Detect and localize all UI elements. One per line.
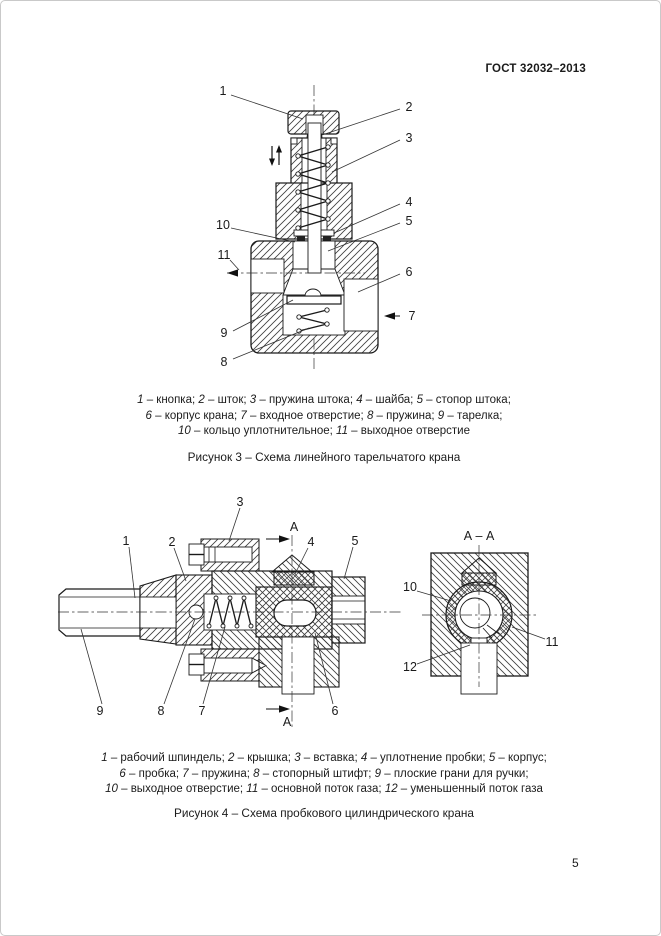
fig3-callout-3: 3 [406,131,413,145]
figure4-legend: 1 – рабочий шпиндель; 2 – крышка; 3 – вс… [75,751,573,798]
fig3-callout-7: 7 [409,309,416,323]
figure3-title: Рисунок 3 – Схема линейного тарельчатого… [187,450,461,464]
legend-line: 1 – рабочий шпиндель; 2 – крышка; 3 – вс… [101,752,547,764]
fig3-callout-2: 2 [406,100,413,114]
fig4-section-title: А – А [464,529,495,543]
fig4-callout-10: 10 [403,580,417,594]
fig3-callout-1: 1 [220,84,227,98]
fig3-callout-8: 8 [221,355,228,369]
fig4-section-mark-top: А [290,520,299,534]
fig3-callouts: 1 2 3 4 5 6 7 8 9 10 11 [216,84,415,369]
fig4-callout-6: 6 [332,704,339,718]
fig4-callout-7: 7 [199,704,206,718]
stem-motion-arrows-icon [269,145,282,166]
fig4-callout-11: 11 [546,635,559,649]
legend-line: 6 – корпус крана; 7 – входное отверстие;… [145,409,503,422]
fig3-callout-11: 11 [218,248,231,262]
fig4-callout-5: 5 [352,534,359,548]
legend-line: 6 – пробка; 7 – пружина; 8 – стопорный ш… [119,767,529,780]
fig3-leader-lines [229,94,401,360]
fig4-callouts: 1 2 3 4 5 6 7 8 9 10 11 12 А А А – А [97,495,559,729]
page-number: 5 [572,856,579,870]
fig3-callout-6: 6 [406,265,413,279]
fig4-callout-8: 8 [158,704,165,718]
fig4-section-view [422,545,537,695]
fig3-callout-5: 5 [406,214,413,228]
figure4-drawing: 1 2 3 4 5 6 7 8 9 10 11 12 А А А – А [58,495,559,729]
legend-line: 10 – кольцо уплотнительное; 11 – выходно… [178,425,470,438]
legend-line: 10 – выходное отверстие; 11 – основной п… [105,783,543,796]
fig4-main-view [58,535,401,727]
fig4-leader-lines [80,507,546,705]
legend-line: 1 – кнопка; 2 – шток; 3 – пружина штока;… [137,394,511,406]
fig4-section-mark-bottom: А [283,715,292,729]
figure3-legend: 1 – кнопка; 2 – шток; 3 – пружина штока;… [75,393,573,440]
figure4-title: Рисунок 4 – Схема пробкового цилиндричес… [173,806,474,820]
fig3-callout-4: 4 [406,195,413,209]
fig4-callout-12: 12 [403,660,417,674]
standard-number-header: ГОСТ 32032–2013 [485,63,586,75]
fig4-callout-3: 3 [237,495,244,509]
fig4-callout-2: 2 [169,535,176,549]
fig4-callout-1: 1 [123,534,130,548]
fig4-callout-9: 9 [97,704,104,718]
fig3-callout-10: 10 [216,218,230,232]
fig3-valve-body-geometry [227,85,400,371]
fig3-callout-9: 9 [221,326,228,340]
fig4-callout-4: 4 [308,535,315,549]
figure3-drawing: 1 2 3 4 5 6 7 8 9 10 11 [216,84,416,371]
